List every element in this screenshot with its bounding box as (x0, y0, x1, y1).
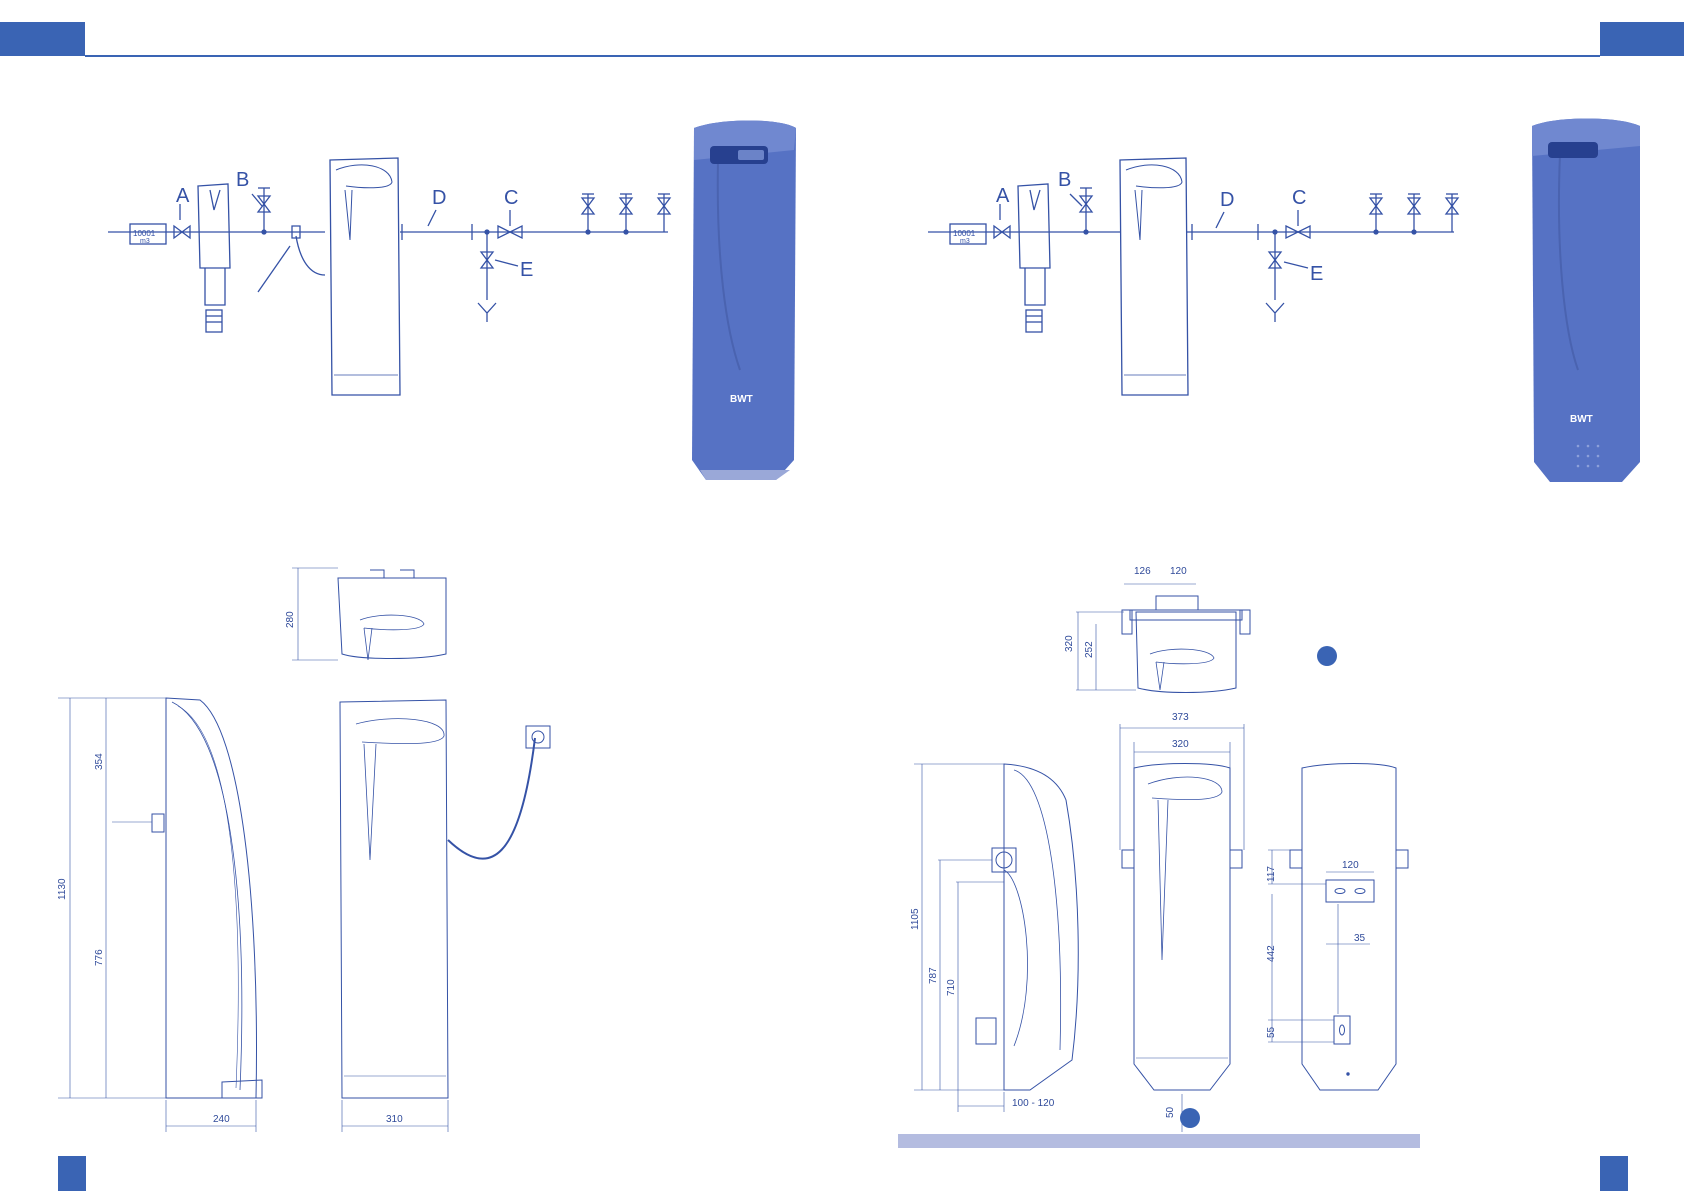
left-label-c: C (504, 187, 518, 209)
left-dim-width: 310 (386, 1114, 403, 1125)
footer-tab-right (1600, 1156, 1628, 1191)
left-label-e: E (520, 259, 533, 281)
right-control-panel (1548, 142, 1598, 158)
left-outlet-valves (582, 194, 670, 234)
variant-marker-bottom (1180, 1108, 1200, 1128)
right-upper-bracket (1326, 880, 1374, 902)
left-dim-top-depth: 280 (285, 611, 296, 628)
left-label-d: D (432, 187, 446, 209)
left-product-render: BWT (692, 121, 796, 481)
left-meter-unit: m3 (140, 238, 150, 245)
right-front-view (1120, 724, 1244, 1132)
right-dim-depth-inner: 252 (1084, 641, 1095, 658)
left-power-socket (526, 726, 550, 748)
right-label-b: B (1058, 169, 1071, 191)
left-dim-total-height: 1130 (57, 878, 68, 900)
left-side-view (58, 698, 262, 1132)
right-lower-bracket (1334, 1016, 1350, 1044)
right-side-view (914, 764, 1078, 1112)
right-rear-view (1268, 764, 1408, 1091)
right-top-view (1076, 584, 1250, 693)
left-drain-hose (296, 236, 325, 275)
footer-tab-left (58, 1156, 86, 1191)
right-dim-top-b: 120 (1170, 566, 1187, 577)
right-dim-bracket-gap: 442 (1266, 945, 1277, 962)
left-top-view (292, 568, 446, 660)
left-meter-reading: 10001 (133, 229, 156, 238)
right-label-d: D (1220, 189, 1234, 211)
right-dim-bracket-low: 55 (1266, 1026, 1277, 1038)
right-label-a: A (996, 185, 1010, 207)
right-dim-width-inner: 320 (1172, 739, 1189, 750)
right-filter (1018, 184, 1050, 332)
right-dim-top-a: 126 (1134, 566, 1151, 577)
right-dim-depth-total: 320 (1064, 635, 1075, 652)
left-dim-lower: 776 (94, 949, 105, 966)
header-tab-right (1600, 22, 1684, 56)
right-dim-bracket-width: 120 (1342, 860, 1359, 871)
right-outlet-valves (1370, 194, 1458, 234)
right-dim-floor-gap: 50 (1165, 1106, 1176, 1118)
right-dim-wall-gap: 100 - 120 (1012, 1098, 1055, 1109)
left-brand-logo: BWT (730, 394, 753, 405)
header-tab-left (0, 22, 85, 56)
right-label-c: C (1292, 187, 1306, 209)
left-dim-depth: 240 (213, 1114, 230, 1125)
right-dim-height: 1105 (910, 908, 921, 930)
left-installation-schematic: 10001 m3 (108, 158, 670, 395)
right-label-e: E (1310, 263, 1323, 285)
right-brand-logo: BWT (1570, 414, 1593, 425)
right-dim-bracket-top: 117 (1266, 866, 1277, 882)
floor-line (898, 1134, 1420, 1148)
right-meter-reading: 10001 (953, 229, 976, 238)
left-power-cable (448, 738, 535, 859)
right-dim-width-outer: 373 (1172, 712, 1189, 723)
left-front-view (340, 700, 550, 1132)
left-softener-outline (330, 158, 400, 395)
right-dim-lower-height: 710 (946, 979, 957, 996)
left-label-a: A (176, 185, 190, 207)
left-dim-upper: 354 (94, 753, 105, 770)
left-label-b: B (236, 169, 249, 191)
left-filter (198, 184, 230, 332)
variant-marker-top (1317, 646, 1337, 666)
right-product-render: BWT (1532, 119, 1640, 483)
right-dim-outlet-height: 787 (928, 967, 939, 984)
right-meter-unit: m3 (960, 238, 970, 245)
page-header (0, 22, 1684, 56)
right-dim-hole-offset: 35 (1354, 933, 1366, 944)
right-softener-outline (1120, 158, 1188, 395)
